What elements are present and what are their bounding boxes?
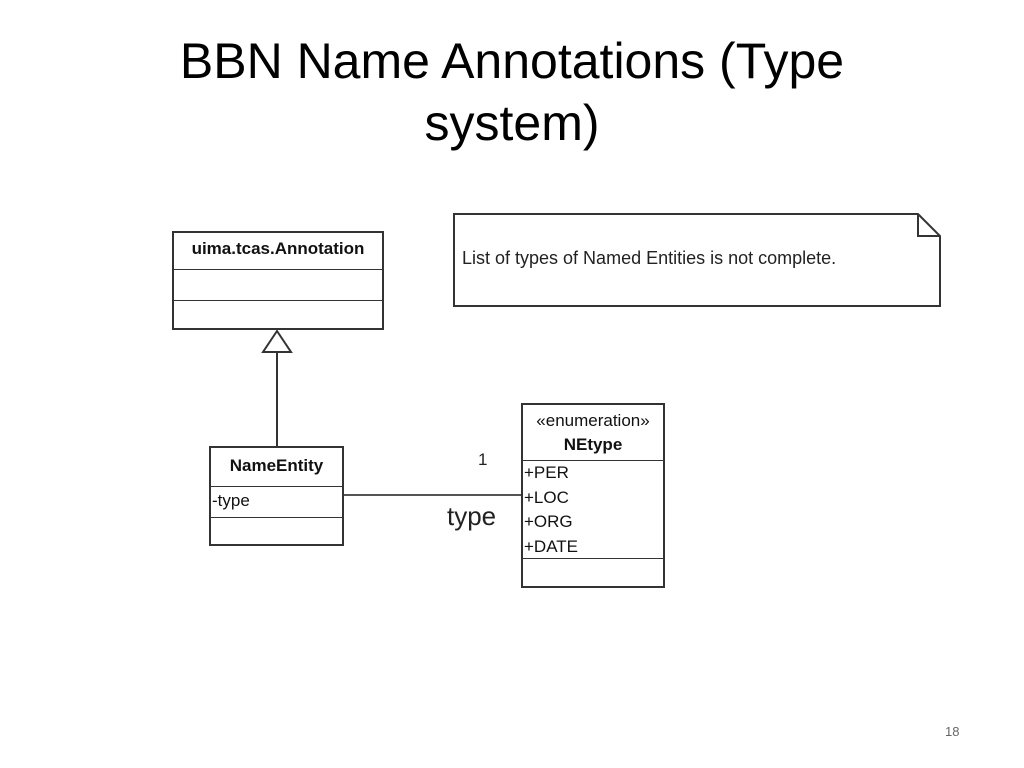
association-multiplicity: 1	[478, 450, 488, 469]
attributes-compartment	[174, 269, 382, 300]
enum-header: «enumeration» NEtype	[523, 405, 663, 460]
literal-per: +PER	[524, 463, 569, 482]
class-name: NEtype	[563, 435, 623, 454]
slide-title-line-1: BBN Name Annotations (Type	[179, 33, 845, 89]
generalization-arrowhead	[261, 329, 293, 353]
page-number: 18	[945, 724, 960, 739]
note-shape	[453, 213, 941, 307]
class-name: uima.tcas.Annotation	[191, 239, 365, 258]
operations-compartment	[211, 517, 342, 544]
literal-org: +ORG	[524, 512, 573, 531]
uml-enumeration-netype: «enumeration» NEtype +PER +LOC +ORG +DAT…	[521, 403, 665, 588]
literal-loc: +LOC	[524, 487, 569, 507]
attributes-compartment: -type	[211, 486, 342, 517]
operations-compartment	[174, 300, 382, 328]
uml-note: List of types of Named Entities is not c…	[453, 213, 941, 307]
literals-compartment: +PER +LOC +ORG +DATE	[523, 460, 663, 558]
operations-compartment	[523, 558, 663, 586]
slide-title-line-2: system)	[424, 95, 600, 151]
note-text: List of types of Named Entities is not c…	[462, 248, 837, 268]
stereotype-label: «enumeration»	[536, 411, 650, 430]
slide-title: BBN Name Annotations (Type system)	[0, 30, 1024, 154]
attribute-type: -type	[212, 491, 250, 510]
uml-class-nameentity: NameEntity -type	[209, 446, 344, 546]
literal-date: +DATE	[524, 536, 579, 556]
class-name: NameEntity	[229, 456, 324, 475]
uml-class-uima-tcas-annotation: uima.tcas.Annotation	[172, 231, 384, 330]
association-role-label: type	[447, 501, 497, 531]
